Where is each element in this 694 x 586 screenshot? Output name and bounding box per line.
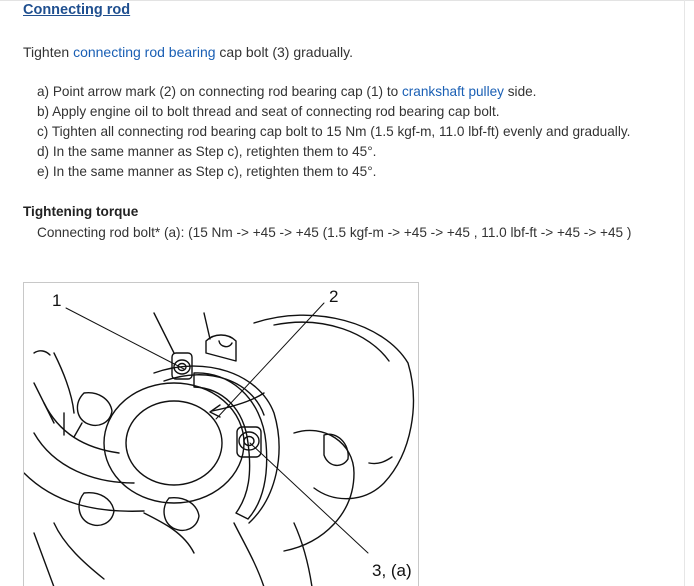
torque-value: Connecting rod bolt* (a): (15 Nm -> +45 … — [37, 225, 632, 240]
step-a-text-before: a) Point arrow mark (2) on connecting ro… — [37, 84, 402, 99]
step-a-text-after: side. — [503, 84, 537, 99]
callout-1: 1 — [52, 291, 62, 310]
section-title-link[interactable]: Connecting rod — [23, 2, 131, 18]
callout-2: 2 — [329, 287, 339, 306]
procedure-steps: a) Point arrow mark (2) on connecting ro… — [37, 82, 630, 182]
step-c: c) Tighten all connecting rod bearing ca… — [37, 124, 631, 139]
connecting-rod-bearing-link[interactable]: connecting rod bearing — [73, 44, 216, 60]
intro-text-before: Tighten — [23, 44, 74, 60]
connecting-rod-figure: 1 2 3, (a) — [23, 282, 419, 586]
step-e: e) In the same manner as Step c), retigh… — [37, 164, 377, 179]
intro-text-after: cap bolt (3) gradually. — [215, 44, 353, 60]
scroll-divider — [684, 0, 685, 586]
torque-heading: Tightening torque — [23, 204, 139, 219]
callout-3-a: 3, (a) — [372, 561, 412, 580]
step-d: d) In the same manner as Step c), retigh… — [37, 144, 377, 159]
step-b: b) Apply engine oil to bolt thread and s… — [37, 104, 500, 119]
step-a: a) Point arrow mark (2) on connecting ro… — [37, 82, 630, 102]
crankshaft-pulley-link[interactable]: crankshaft pulley — [401, 84, 504, 99]
intro-paragraph: Tighten connecting rod bearing cap bolt … — [23, 43, 353, 61]
top-border — [0, 0, 694, 1]
connecting-rod-drawing — [24, 302, 415, 586]
